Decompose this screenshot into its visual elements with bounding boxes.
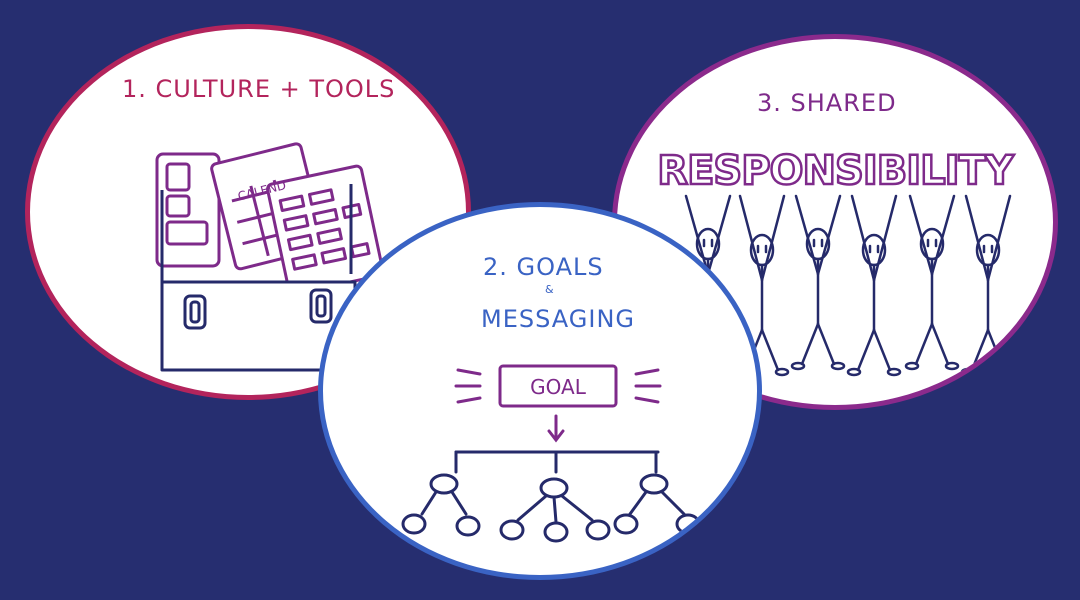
stick-figure — [790, 194, 846, 371]
culture-tools-title: 1. CULTURE + TOOLS — [122, 75, 396, 103]
responsibility-illustration: RESPONSIBILITY — [656, 147, 1017, 377]
goal-box-label: GOAL — [530, 375, 587, 399]
goal-hierarchy-diagram: GOAL — [401, 364, 701, 543]
goals-messaging-bubble: 2. GOALS & MESSAGING GOAL — [318, 202, 762, 580]
ampersand-label: & — [545, 283, 555, 296]
responsibility-word: RESPONSIBILITY — [657, 148, 1014, 194]
shared-title: 3. SHARED — [757, 89, 897, 117]
stick-figure — [846, 194, 902, 377]
shared-responsibility-bubble: 3. SHARED RESPONSIBILITY — [612, 34, 1058, 410]
stick-figure — [960, 194, 1016, 377]
goal-box — [498, 364, 618, 408]
goals-title: 2. GOALS — [483, 253, 604, 281]
messaging-title: MESSAGING — [481, 305, 636, 333]
stick-figure — [904, 194, 960, 371]
